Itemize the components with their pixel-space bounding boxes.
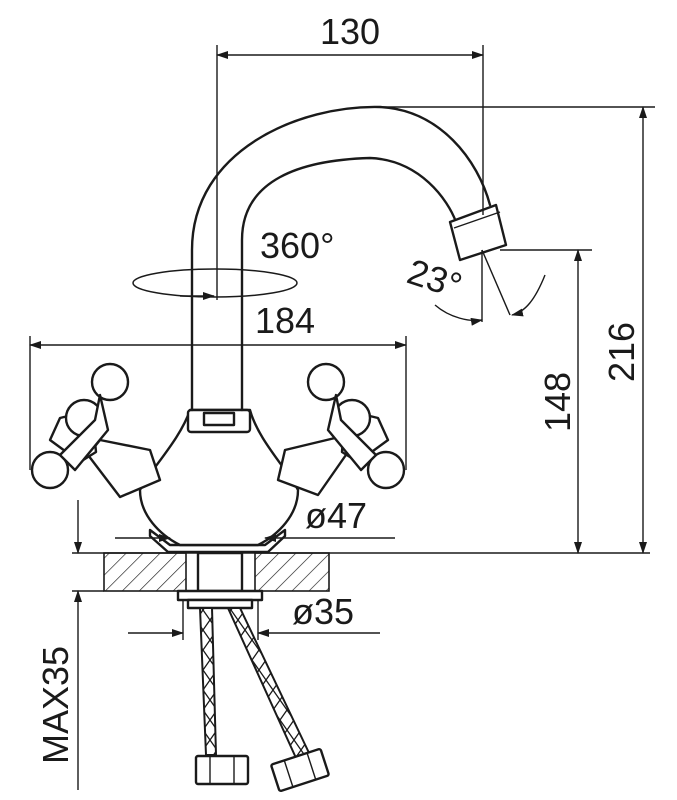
label-216: 216 bbox=[601, 322, 642, 382]
left-handle bbox=[30, 362, 162, 499]
right-handle bbox=[276, 362, 406, 497]
dimension-spout-reach: 130 bbox=[216, 11, 484, 300]
dimension-mount-hole-diameter: ø35 bbox=[128, 591, 380, 637]
label-max35: MAX35 bbox=[35, 646, 76, 764]
dimension-max-thickness: MAX35 bbox=[35, 500, 104, 790]
dimension-spout-height: 148 bbox=[500, 249, 592, 554]
faucet-body bbox=[138, 408, 300, 554]
label-184: 184 bbox=[255, 300, 315, 341]
dimension-rotation: 360° bbox=[132, 225, 334, 300]
label-130: 130 bbox=[320, 11, 380, 52]
spout bbox=[190, 105, 508, 412]
lever-handle-icon bbox=[306, 362, 406, 490]
label-148: 148 bbox=[537, 372, 578, 432]
label-diameter-47: ø47 bbox=[305, 495, 367, 536]
supply-hoses bbox=[194, 607, 330, 793]
lever-handle-icon bbox=[30, 362, 130, 490]
label-diameter-35: ø35 bbox=[292, 591, 354, 632]
label-23-degrees: 23° bbox=[403, 251, 467, 307]
dimension-base-diameter: ø47 bbox=[115, 495, 395, 542]
mounting-stud bbox=[176, 551, 264, 640]
counter-top-section bbox=[72, 552, 650, 592]
dimension-handle-span: 184 bbox=[29, 300, 407, 470]
dimension-total-height: 216 bbox=[380, 106, 655, 554]
label-360: 360° bbox=[260, 225, 334, 266]
dimension-spout-angle: 23° bbox=[403, 249, 546, 326]
